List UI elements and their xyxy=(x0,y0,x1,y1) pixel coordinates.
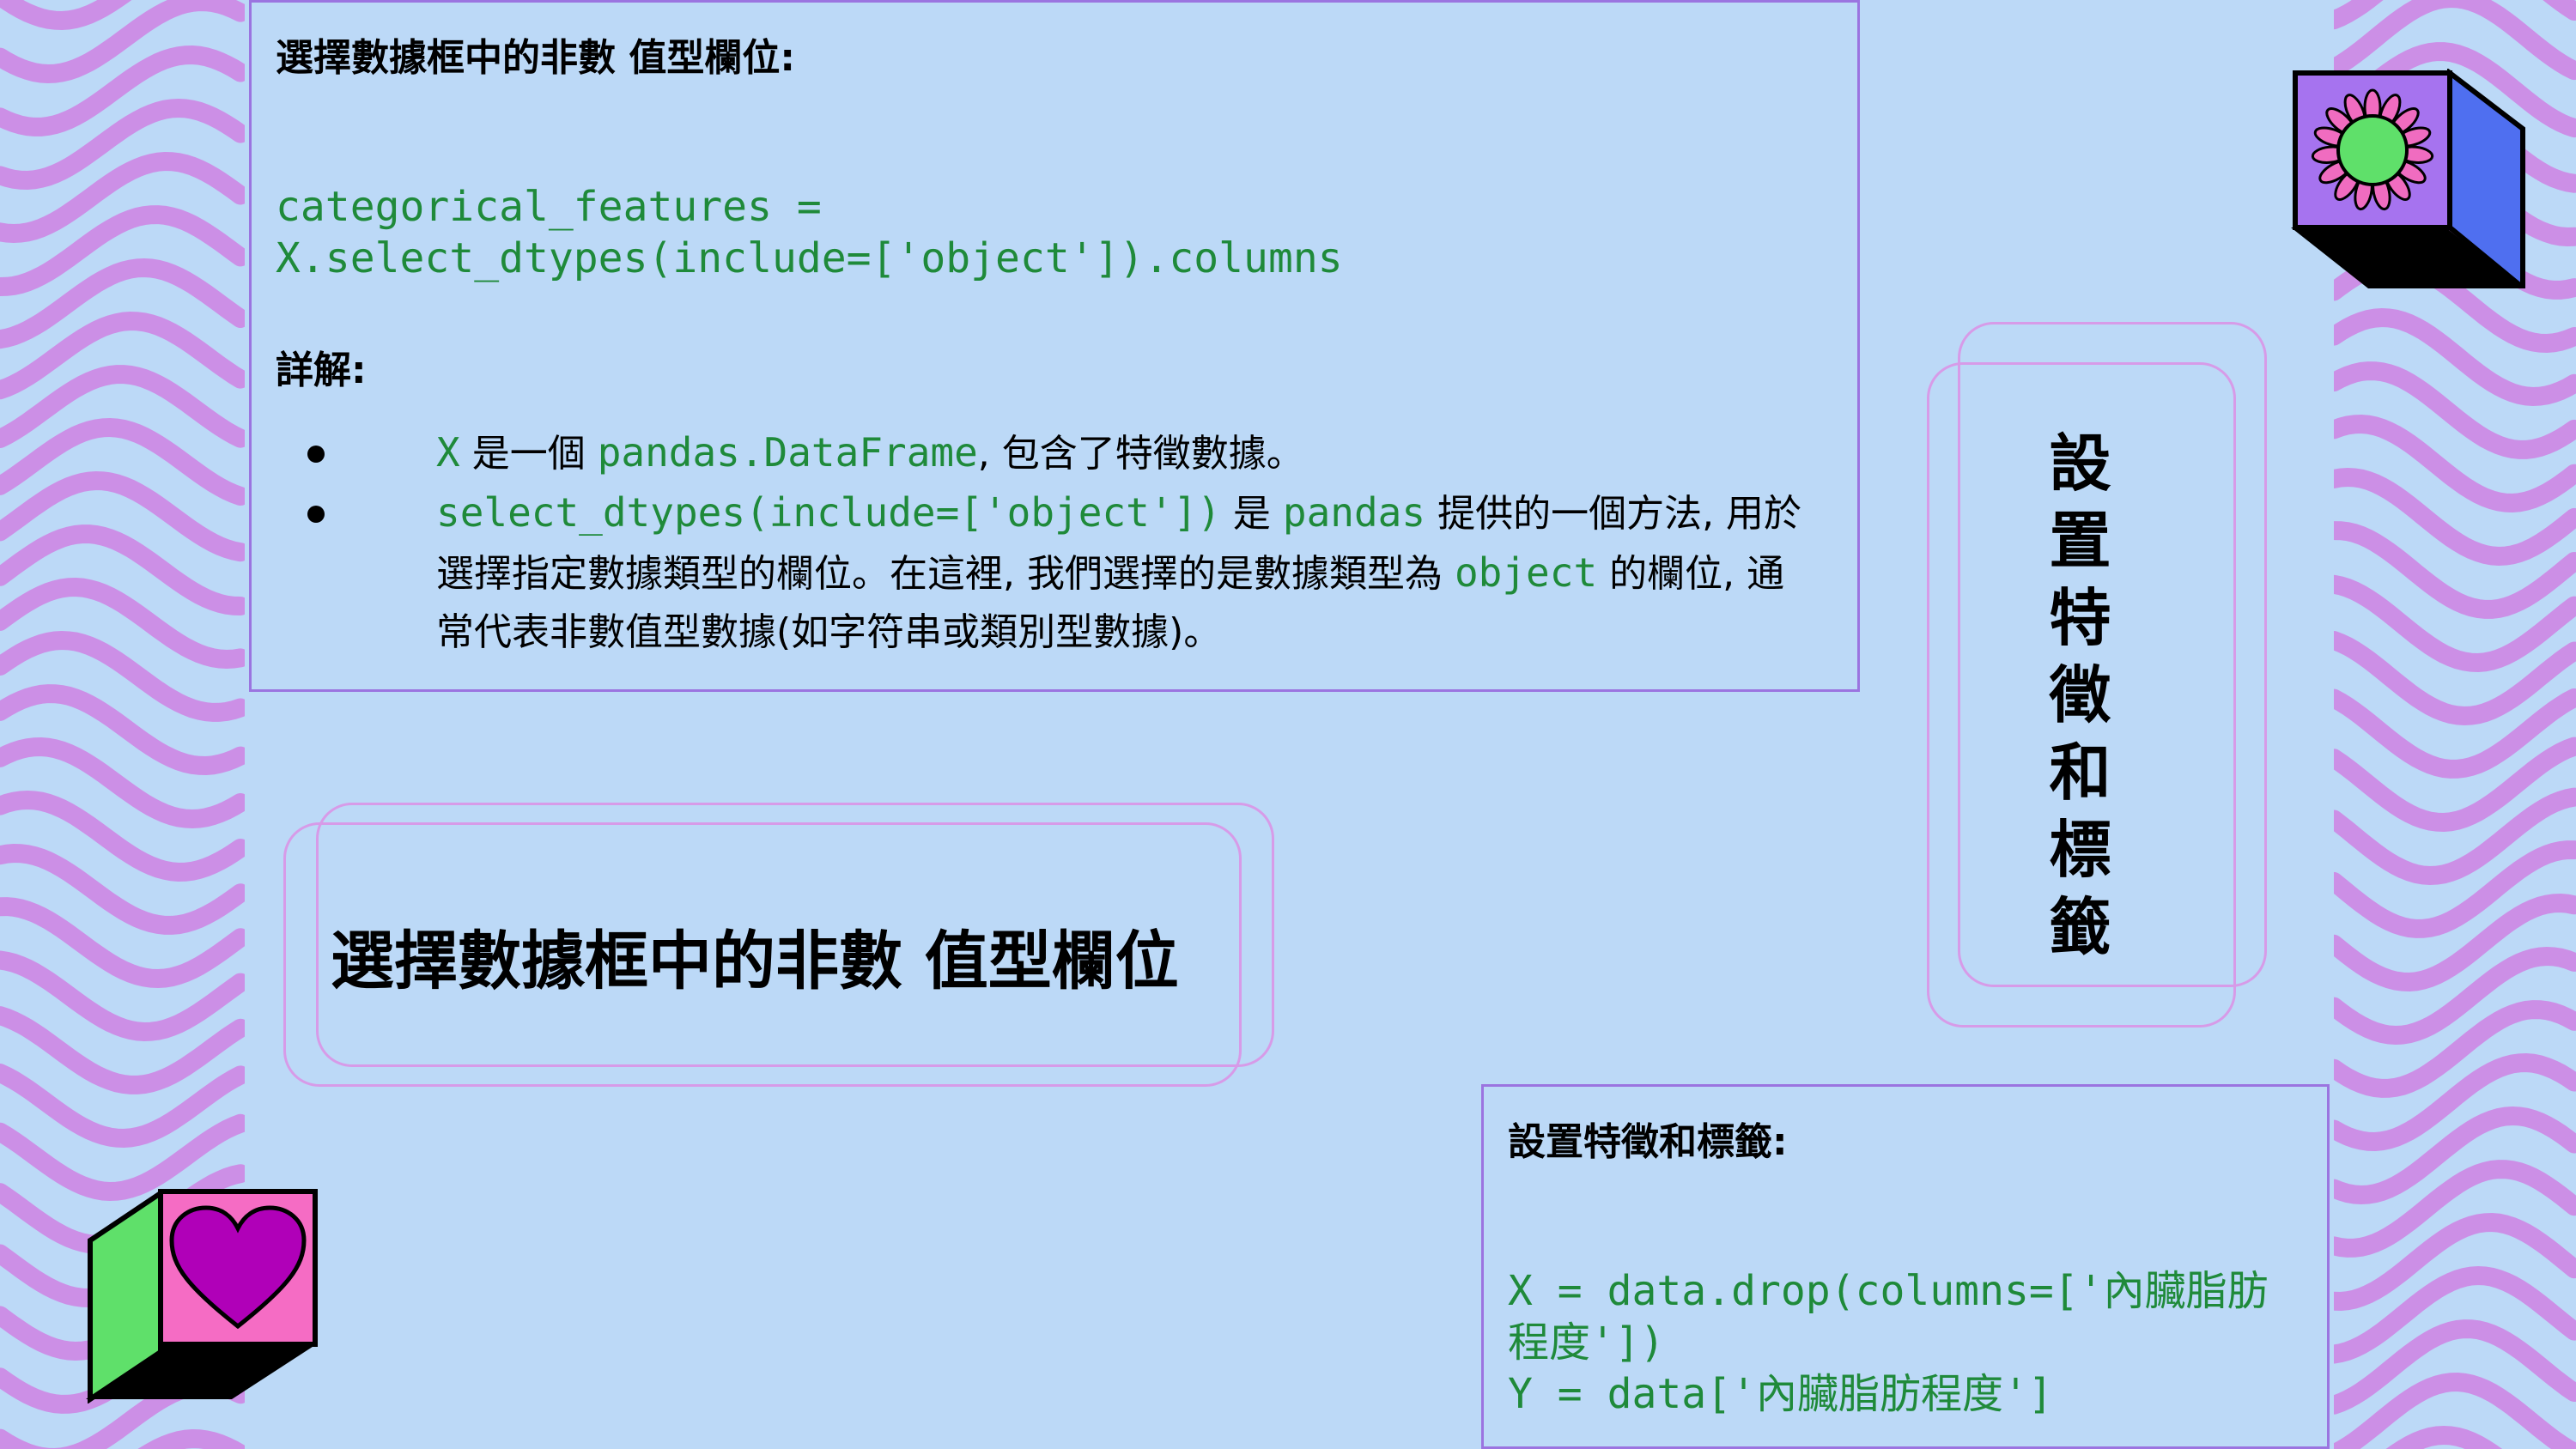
wave-stripe xyxy=(0,417,245,506)
wave-stripe xyxy=(0,897,245,989)
code-line: 程度']) xyxy=(1508,1319,1665,1367)
vertical-title-char: 徵 xyxy=(2049,659,2111,731)
wave-stripe xyxy=(2334,840,2576,938)
wave-stripe xyxy=(0,1006,245,1094)
vertical-title-char: 和 xyxy=(2049,737,2111,809)
wave-stripe xyxy=(137,1428,245,1449)
wave-stripe xyxy=(2334,946,2576,1046)
bullet-icon xyxy=(307,446,325,463)
wave-stripe xyxy=(0,684,245,776)
wave-stripe xyxy=(2334,1265,2576,1364)
details-list: X 是一個 pandas.DataFrame, 包含了特徵數據。 select_… xyxy=(307,423,1819,662)
wave-stripe xyxy=(0,0,132,31)
wave-stripe xyxy=(2334,688,2576,779)
panel-heading: 選擇數據框中的非數 值型欄位: xyxy=(276,36,795,80)
wave-stripe xyxy=(0,737,245,829)
inline-text: , 包含了特徵數據。 xyxy=(977,432,1304,476)
wave-stripe xyxy=(2334,1106,2576,1205)
wave-stripe xyxy=(0,470,245,562)
flower-cube-icon xyxy=(2291,69,2525,288)
select-dtypes-panel: 選擇數據框中的非數 值型欄位: categorical_features = X… xyxy=(249,0,1860,692)
wave-stripe xyxy=(0,790,245,882)
wave-stripe xyxy=(0,577,245,670)
vertical-title-char: 置 xyxy=(2049,505,2111,577)
wave-stripe xyxy=(2334,1052,2576,1152)
wave-stripe xyxy=(0,151,245,244)
wave-stripe xyxy=(2334,521,2576,619)
wave-stripe xyxy=(0,205,245,296)
wave-stripe xyxy=(2334,467,2576,567)
wave-stripe xyxy=(2334,307,2576,407)
list-item: X 是一個 pandas.DataFrame, 包含了特徵數據。 xyxy=(307,423,1819,483)
code-line: X.select_dtypes(include=['object']).colu… xyxy=(276,234,1343,282)
vertical-frame-front xyxy=(1958,322,2267,987)
wave-stripe xyxy=(0,365,245,448)
heart-cube-icon xyxy=(86,1189,318,1404)
inline-code: pandas xyxy=(1282,489,1426,536)
wave-stripe xyxy=(0,258,245,349)
wave-stripe xyxy=(2334,787,2576,886)
wave-stripe xyxy=(2334,1160,2576,1258)
inline-text: 提供的一個方法, 用於選擇指定數據類型的欄位。在這裡, 我們選擇的是數據類型為 xyxy=(436,492,1802,596)
section-title: 選擇數據框中的非數 值型欄位 xyxy=(331,925,1179,998)
wave-stripe xyxy=(0,950,245,1042)
code-block: categorical_features = X.select_dtypes(i… xyxy=(276,181,1343,284)
inline-code: X xyxy=(436,429,460,476)
code-line: Y = data['內臟脂肪程度'] xyxy=(1508,1370,2053,1418)
wave-stripe xyxy=(2334,361,2576,459)
bullet-icon xyxy=(307,506,325,523)
wave-stripe xyxy=(2334,1000,2576,1098)
wave-stripe xyxy=(2334,1319,2576,1415)
vertical-frame-back xyxy=(1927,362,2236,1028)
wave-stripe xyxy=(0,1064,245,1149)
vertical-title-char: 特 xyxy=(2049,582,2111,654)
inline-text: 是 xyxy=(1220,492,1283,536)
details-label: 詳解: xyxy=(276,349,367,392)
wave-stripe xyxy=(0,0,245,84)
vertical-title-char: 設 xyxy=(2049,427,2111,500)
vertical-title-char: 籤 xyxy=(2049,891,2111,963)
code-line: X = data.drop(columns=['內臟脂肪 xyxy=(1508,1267,2269,1315)
title-frame-front xyxy=(316,803,1274,1067)
inline-code: pandas.DataFrame xyxy=(597,429,978,476)
wave-stripe xyxy=(2334,1372,2576,1449)
wave-stripe xyxy=(2334,0,2576,81)
wave-stripe xyxy=(2334,893,2576,992)
inline-code: select_dtypes(include=['object']) xyxy=(436,489,1221,536)
wave-stripe xyxy=(0,524,245,615)
wave-stripe xyxy=(2385,1425,2503,1449)
inline-code: object xyxy=(1454,549,1598,596)
wave-stripe xyxy=(0,843,245,935)
wave-stripe xyxy=(2334,414,2576,513)
wave-stripe xyxy=(0,630,245,722)
panel-heading: 設置特徵和標籤: xyxy=(1508,1120,1788,1164)
wave-stripe xyxy=(2334,1212,2576,1312)
wave-stripe xyxy=(0,1113,245,1202)
code-block: X = data.drop(columns=['內臟脂肪 程度']) Y = d… xyxy=(1508,1265,2269,1420)
title-frame-back xyxy=(283,822,1242,1087)
wave-stripe xyxy=(2334,737,2576,833)
wave-stripe xyxy=(0,311,245,400)
wave-stripe xyxy=(0,45,245,136)
code-line: categorical_features = xyxy=(276,183,822,231)
inline-text: 是一個 xyxy=(459,432,598,476)
inline-text: 的欄位, 通常代表非數值型數據(如字符串或類別型數據)。 xyxy=(436,552,1785,654)
vertical-title-char: 標 xyxy=(2049,814,2111,886)
features-labels-panel: 設置特徵和標籤: X = data.drop(columns=['內臟脂肪 程度… xyxy=(1481,1084,2330,1449)
wave-stripe xyxy=(0,98,245,191)
wave-stripe xyxy=(2334,631,2576,726)
list-item: select_dtypes(include=['object']) 是 pand… xyxy=(307,483,1819,662)
wave-stripe xyxy=(2334,574,2576,673)
vertical-title: 設置特徵和標籤 xyxy=(2044,425,2117,966)
